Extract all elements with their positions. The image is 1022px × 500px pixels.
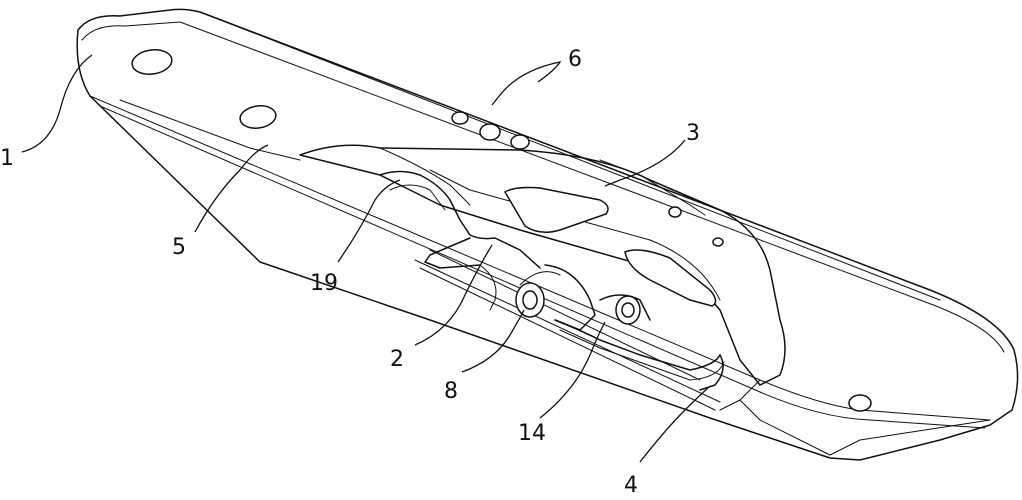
label-19: 19	[310, 271, 338, 296]
label-3: 3	[686, 121, 700, 146]
leader-lines	[21, 54, 709, 463]
label-1: 1	[0, 146, 14, 171]
slider-plate	[299, 144, 786, 386]
label-5: 5	[172, 235, 186, 260]
label-8: 8	[444, 379, 458, 404]
rail-holes	[131, 49, 872, 412]
rail-body	[76, 8, 1019, 461]
reference-numerals: 1 6 3 5 19 2 8 14 4	[0, 47, 700, 498]
latch-assembly	[379, 170, 651, 331]
spring	[554, 319, 725, 391]
label-4: 4	[624, 473, 638, 498]
label-2: 2	[390, 347, 404, 372]
label-6: 6	[568, 47, 582, 72]
label-14: 14	[518, 421, 546, 446]
